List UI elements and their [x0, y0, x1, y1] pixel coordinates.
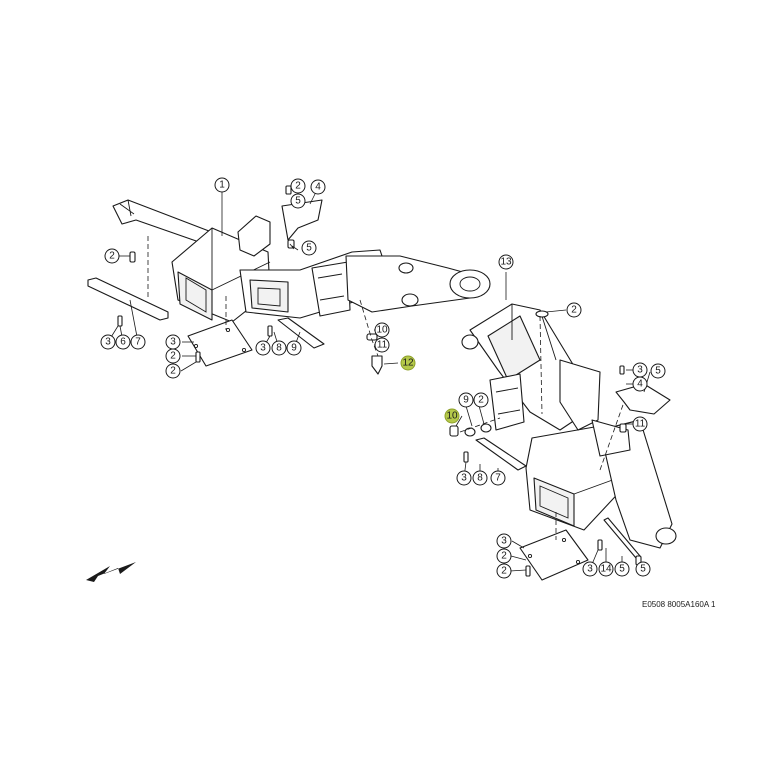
left-frame-assembly: [87, 199, 491, 323]
callout-label: 5: [640, 564, 646, 575]
callout-c2[interactable]: 2: [290, 178, 306, 194]
left-bracket-plate: [311, 261, 351, 317]
left-strap: [277, 317, 325, 349]
callout-c23[interactable]: 5: [650, 363, 666, 379]
callout-c3[interactable]: 4: [310, 179, 326, 195]
callout-c30[interactable]: 7: [490, 470, 506, 486]
callout-label: 3: [501, 536, 507, 547]
callout-label: 3: [260, 343, 266, 354]
callout-c12[interactable]: 2: [165, 363, 181, 379]
callout-c10[interactable]: 3: [165, 334, 181, 350]
callout-label: 11: [635, 419, 646, 430]
callout-c34[interactable]: 3: [582, 561, 598, 577]
callout-label: 14: [600, 564, 612, 575]
callout-c36[interactable]: 5: [614, 561, 630, 577]
callout-c26[interactable]: 9: [458, 392, 474, 408]
callout-label: 2: [571, 305, 577, 316]
callout-c24[interactable]: 11: [632, 416, 648, 432]
callout-c7[interactable]: 3: [100, 334, 116, 350]
callout-c14[interactable]: 8: [271, 340, 287, 356]
callout-c32[interactable]: 2: [496, 548, 512, 564]
left-loose-parts: [117, 185, 383, 375]
callout-label: 7: [135, 337, 141, 348]
callout-label: 2: [501, 566, 507, 577]
callout-c25[interactable]: 10: [444, 408, 460, 424]
callout-c6[interactable]: 2: [104, 248, 120, 264]
callout-c4[interactable]: 5: [290, 193, 306, 209]
callout-label: 5: [655, 366, 661, 377]
callout-label: 4: [637, 379, 643, 390]
callout-c27[interactable]: 2: [473, 392, 489, 408]
callout-c28[interactable]: 3: [456, 470, 472, 486]
callout-c21[interactable]: 3: [632, 362, 648, 378]
reference-code: E0508 8005A160A 1: [642, 600, 716, 609]
callout-label: 4: [315, 182, 321, 193]
callout-c8[interactable]: 6: [115, 334, 131, 350]
callout-label: 12: [402, 358, 414, 369]
callout-label: 3: [637, 365, 643, 376]
callout-label: 2: [170, 351, 176, 362]
callout-label: 2: [478, 395, 484, 406]
callout-label: 9: [463, 395, 469, 406]
callout-label: 10: [376, 325, 388, 336]
callout-c11[interactable]: 2: [165, 348, 181, 364]
callout-c19[interactable]: 13: [498, 254, 514, 270]
callout-c13[interactable]: 3: [255, 340, 271, 356]
callout-c1[interactable]: 1: [214, 177, 230, 193]
callout-label: 2: [170, 366, 176, 377]
left-pin: [371, 355, 383, 375]
callout-label: 7: [495, 473, 501, 484]
callout-label: 13: [500, 257, 512, 268]
callout-label: 3: [170, 337, 176, 348]
callout-c22[interactable]: 4: [632, 376, 648, 392]
callout-label: 2: [109, 251, 115, 262]
right-top-plate: [559, 359, 601, 431]
right-strap: [475, 437, 527, 471]
callout-c5[interactable]: 5: [301, 240, 317, 256]
callout-c33[interactable]: 2: [496, 563, 512, 579]
callout-label: 6: [120, 337, 126, 348]
callout-label: 2: [295, 181, 301, 192]
left-side-rail: [87, 277, 169, 321]
callout-label: 5: [306, 243, 312, 254]
callout-label: 2: [501, 551, 507, 562]
callout-c20[interactable]: 2: [566, 302, 582, 318]
callout-label: 5: [619, 564, 625, 575]
callout-c15[interactable]: 9: [286, 340, 302, 356]
callout-c29[interactable]: 8: [472, 470, 488, 486]
right-cover-plate: [519, 529, 589, 581]
right-side-bracket: [489, 373, 525, 431]
callout-c16[interactable]: 10: [374, 322, 390, 338]
callout-label: 8: [477, 473, 483, 484]
left-shield-plate-upper: [281, 199, 323, 241]
callout-c31[interactable]: 3: [496, 533, 512, 549]
callout-label: 8: [276, 343, 282, 354]
callout-label: 9: [291, 343, 297, 354]
callout-label: 1: [219, 180, 225, 191]
callout-label: 3: [587, 564, 593, 575]
callout-c37[interactable]: 5: [635, 561, 651, 577]
callout-c35[interactable]: 14: [598, 561, 614, 577]
left-top-mount: [237, 215, 271, 257]
callout-c18[interactable]: 12: [400, 355, 416, 371]
assembly-lines: [147, 236, 625, 540]
callout-label: 3: [105, 337, 111, 348]
callout-label: 3: [461, 473, 467, 484]
callout-label: 11: [377, 340, 388, 351]
right-loose-parts: [449, 310, 671, 581]
callout-c9[interactable]: 7: [130, 334, 146, 350]
callout-c17[interactable]: 11: [374, 337, 390, 353]
arrow-down-left-icon: [86, 562, 136, 582]
callout-label: 10: [446, 411, 458, 422]
callout-label: 5: [295, 196, 301, 207]
